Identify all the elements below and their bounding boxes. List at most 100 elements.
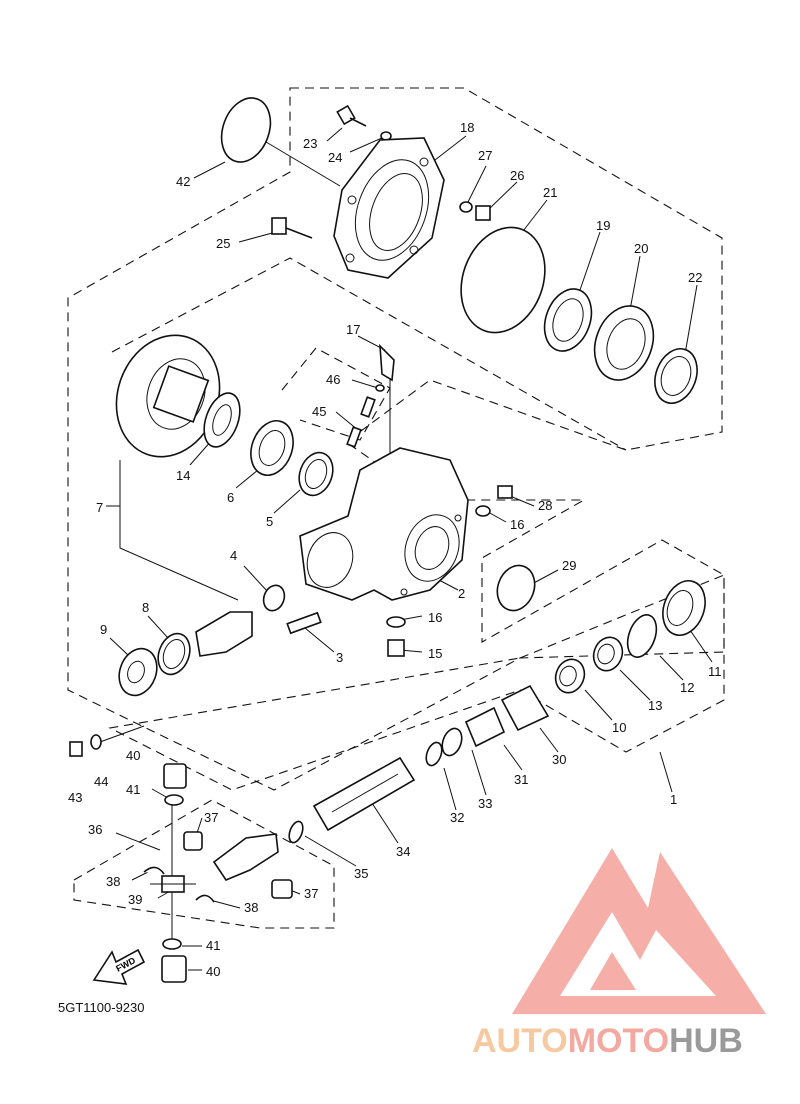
callout: 2 — [458, 586, 465, 601]
thrust-bearing-14 — [203, 392, 241, 448]
callout: 23 — [303, 136, 317, 151]
callout: 5 — [266, 514, 273, 529]
callout: 41 — [206, 938, 220, 953]
callout: 40 — [206, 964, 220, 979]
seal-19 — [543, 288, 593, 352]
callout: 43 — [68, 790, 82, 805]
bearing-30 — [500, 684, 550, 732]
bearing-20 — [593, 305, 655, 381]
gear-case-2 — [299, 447, 469, 601]
callout: 31 — [514, 772, 528, 787]
circlip-38-right — [195, 894, 215, 903]
callout: 22 — [688, 270, 702, 285]
watermark-brand: AUTOMOTOHUB — [472, 1022, 743, 1061]
callout: 7 — [96, 500, 103, 515]
callout: 40 — [126, 748, 140, 763]
callout: 29 — [562, 558, 576, 573]
circlip-41-lower — [162, 938, 182, 950]
callout: 34 — [396, 844, 410, 859]
shim-8 — [157, 632, 191, 676]
housing-assembly-boundary — [67, 87, 725, 791]
bearing-cup-37-right — [271, 879, 293, 899]
pinion-gear — [195, 611, 253, 657]
plug-15 — [387, 639, 405, 657]
callout: 6 — [227, 490, 234, 505]
callout: 41 — [126, 782, 140, 797]
callout: 36 — [88, 822, 102, 837]
callout: 26 — [510, 168, 524, 183]
callout: 14 — [176, 468, 190, 483]
circlip-32 — [425, 741, 443, 767]
callout: 33 — [478, 796, 492, 811]
pin-45 — [346, 396, 376, 448]
catalog-code: 5GT1100-9230 — [58, 1000, 145, 1015]
o-ring-21 — [460, 226, 546, 334]
callout: 45 — [312, 404, 326, 419]
callout: 25 — [216, 236, 230, 251]
coupling-11 — [662, 580, 706, 636]
washer-16-upper — [475, 505, 491, 517]
collar-10 — [554, 658, 586, 694]
bearing-housing-18 — [333, 137, 445, 279]
bolt-23 — [336, 104, 367, 127]
o-ring-29 — [496, 564, 536, 612]
callout: 12 — [680, 680, 694, 695]
washer-44 — [90, 734, 102, 750]
stud-3 — [286, 611, 322, 635]
pin-46 — [375, 384, 385, 392]
circlip-35 — [288, 820, 304, 844]
bolt-25 — [271, 217, 313, 239]
yoke — [212, 833, 279, 881]
universal-joint-boundary — [73, 799, 335, 929]
callout: 37 — [304, 886, 318, 901]
callout: 10 — [612, 720, 626, 735]
callout-labels: 1 2 3 4 5 6 7 8 9 10 11 12 13 14 15 16 1… — [68, 120, 722, 979]
callout: 17 — [346, 322, 360, 337]
shim-22 — [654, 348, 698, 404]
shim-5 — [298, 451, 334, 497]
bevel-gear-boundary — [111, 257, 627, 451]
callout: 37 — [204, 810, 218, 825]
callout: 46 — [326, 372, 340, 387]
o-ring-12 — [626, 614, 658, 658]
callout: 8 — [142, 600, 149, 615]
fwd-arrow-icon: FWD — [92, 948, 146, 985]
callout: 20 — [634, 241, 648, 256]
callout: 21 — [543, 185, 557, 200]
washer-33 — [441, 727, 463, 757]
washer-27 — [459, 201, 473, 213]
callout: 4 — [230, 548, 237, 563]
drive-shaft-34 — [312, 756, 416, 832]
plug-26 — [475, 205, 491, 221]
callout: 39 — [128, 892, 142, 907]
ring-gear-7 — [115, 334, 221, 458]
callout: 11 — [708, 664, 722, 679]
callout: 16 — [510, 517, 524, 532]
callout: 9 — [100, 622, 107, 637]
nut-43 — [69, 741, 83, 757]
callout: 1 — [670, 792, 677, 807]
bearing-cup-40-upper — [163, 763, 187, 789]
bearing-cup-37-left — [183, 831, 203, 851]
callout: 27 — [478, 148, 492, 163]
callout: 19 — [596, 218, 610, 233]
callout: 44 — [94, 774, 108, 789]
watermark-brand-part2: MOTO — [567, 1022, 670, 1060]
callout: 15 — [428, 646, 442, 661]
callout: 18 — [460, 120, 474, 135]
washer-16-lower — [386, 616, 406, 628]
circlip-41-upper — [164, 794, 184, 806]
cross-39 — [150, 875, 196, 893]
bearing-6 — [250, 420, 294, 476]
callout: 35 — [354, 866, 368, 881]
bearing-9 — [118, 647, 158, 697]
plug-28 — [497, 485, 513, 499]
circlip-38-left — [143, 866, 165, 875]
callout: 24 — [328, 150, 342, 165]
callout: 13 — [648, 698, 662, 713]
callout: 42 — [176, 174, 190, 189]
leader-lines — [99, 127, 713, 971]
watermark-brand-part1: AUTO — [472, 1022, 568, 1060]
